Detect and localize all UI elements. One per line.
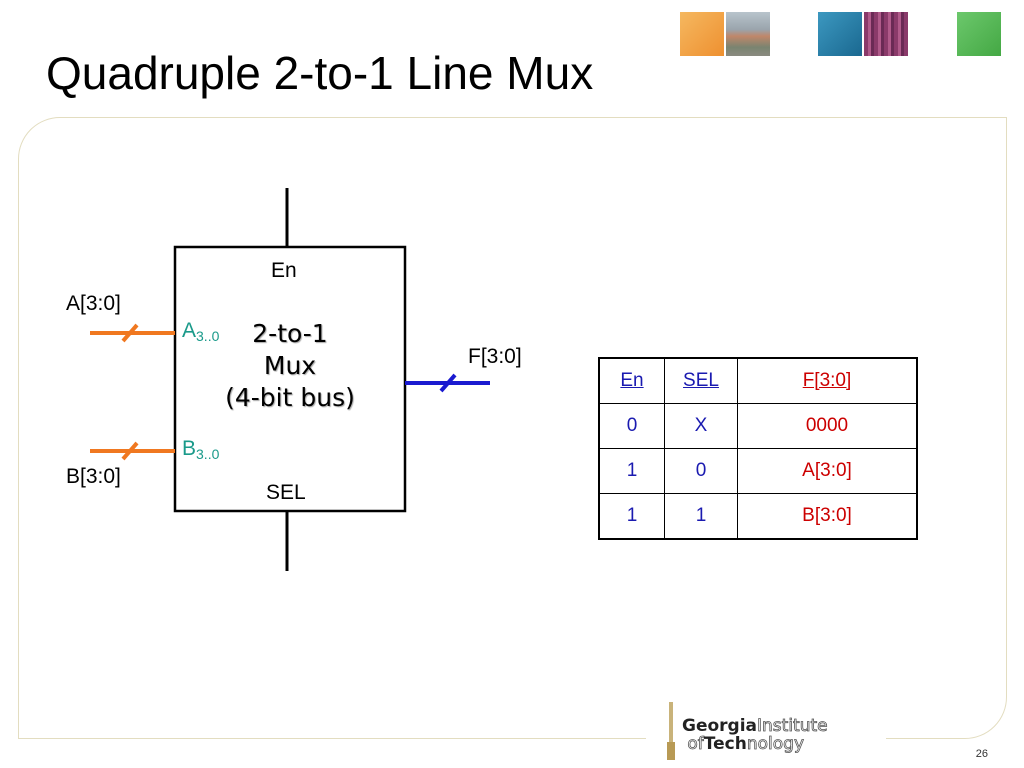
truth-table-row: 1 1 B[3:0] — [598, 493, 918, 540]
cell-f: 0000 — [737, 403, 918, 449]
cell-sel: 1 — [664, 493, 738, 540]
logo-wordmark: GeorgiaInstitute ofTechnology — [682, 716, 828, 754]
cell-sel: 0 — [664, 448, 738, 494]
input-b-pin-subscript: 3..0 — [196, 446, 220, 462]
cell-f: A[3:0] — [737, 448, 918, 494]
logo-line1: GeorgiaInstitute — [682, 716, 828, 736]
select-pin-label: SEL — [266, 481, 306, 504]
georgia-tech-logo: GeorgiaInstitute ofTechnology — [646, 700, 886, 760]
mux-title-line3: (4-bit bus) — [225, 383, 355, 412]
slide-title: Quadruple 2-to-1 Line Mux — [46, 47, 594, 99]
input-b-label: B[3:0] — [66, 465, 121, 488]
blue-tile — [818, 12, 862, 56]
tower-icon — [667, 702, 675, 760]
header-f: F[3:0] — [737, 357, 918, 404]
mux-block — [173, 245, 407, 513]
truth-table: En SEL F[3:0] 0 X 0000 1 0 A[3:0] 1 1 B[… — [598, 357, 918, 540]
input-a-pin-letter: A — [182, 319, 197, 342]
photo-tile-circuit — [864, 12, 908, 56]
orange-tile — [680, 12, 724, 56]
truth-table-row: 1 0 A[3:0] — [598, 448, 918, 494]
page-number: 26 — [975, 748, 988, 760]
logo-line2: ofTechnology — [687, 733, 805, 754]
mux-title-line1: 2-to-1 — [252, 319, 328, 348]
truth-table-row: 0 X 0000 — [598, 403, 918, 449]
cell-en: 0 — [598, 403, 665, 449]
green-tile — [957, 12, 1001, 56]
header-sel: SEL — [664, 357, 738, 404]
cell-en: 1 — [598, 448, 665, 494]
input-a-pin: A3..0 — [182, 320, 219, 343]
input-b-bus-slash — [121, 441, 139, 461]
input-b-pin-letter: B — [182, 437, 197, 460]
photo-tile-campus — [726, 12, 770, 56]
input-b-pin: B3..0 — [182, 438, 219, 461]
cell-sel: X — [664, 403, 738, 449]
input-a-pin-subscript: 3..0 — [196, 328, 220, 344]
enable-pin-label: En — [271, 259, 297, 282]
output-f-label: F[3:0] — [468, 345, 522, 368]
cell-en: 1 — [598, 493, 665, 540]
mux-title-line2: Mux — [263, 351, 317, 380]
output-f-bus-slash — [439, 373, 457, 393]
mux-title: 2-to-1 Mux (4-bit bus) — [176, 318, 404, 414]
cell-f: B[3:0] — [737, 493, 918, 540]
input-a-bus-slash — [121, 323, 139, 343]
input-a-label: A[3:0] — [66, 292, 121, 315]
header-tiles — [0, 12, 1024, 58]
truth-table-header-row: En SEL F[3:0] — [598, 357, 918, 404]
header-en: En — [598, 357, 665, 404]
